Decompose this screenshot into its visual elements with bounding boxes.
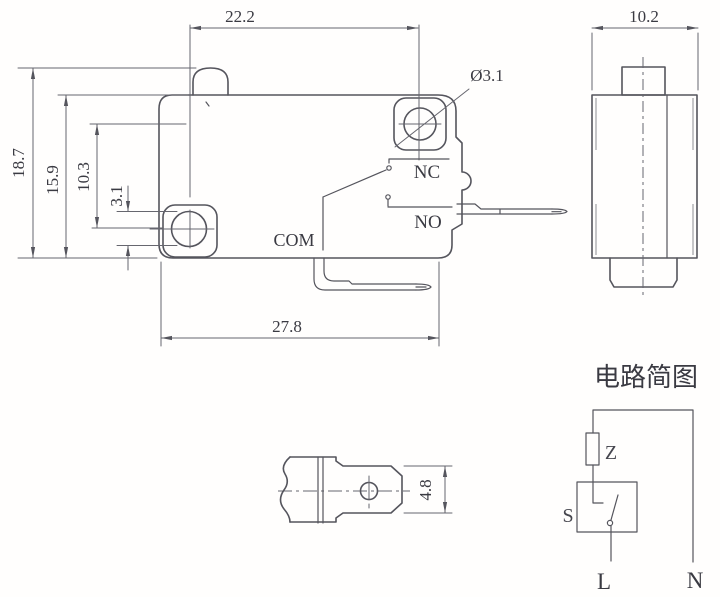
no-contact-point [385,194,391,200]
dimension-4-8: 4.8 [403,465,453,514]
side-body [591,94,698,259]
switch-label: S [562,505,573,527]
dim-label-27-8: 27.8 [272,317,302,336]
com-terminal [313,257,432,291]
dimension-dia-3-1: Ø3.1 [394,66,504,148]
detail-break-line [279,456,291,523]
switch-pivot [606,519,614,527]
hole-crosshair-bottom-left [149,24,215,249]
dimension-22-2: 22.2 [189,7,419,31]
contact-mechanism [322,158,453,251]
impedance-symbol [585,432,600,466]
main-view: NC NO COM 22.2 18.7 15.9 [9,7,568,347]
mold-mark [205,101,210,107]
dim-label-10-3: 10.3 [74,162,93,192]
dim-label-dia-3-1: Ø3.1 [470,66,504,85]
dimension-3-1: 3.1 [107,185,178,271]
dim-label-3-1: 3.1 [107,185,126,206]
impedance-label: Z [605,442,617,464]
detail-body-edges [317,456,324,524]
common-lever [322,169,387,251]
switch-box [576,481,638,533]
no-terminal [456,203,568,215]
detail-terminal-outline [289,456,403,523]
side-edge-chamfers [595,98,694,255]
dim-label-10-2: 10.2 [629,7,659,26]
dim-label-18-7: 18.7 [9,148,28,178]
dim-label-22-2: 22.2 [225,7,255,26]
side-view: 10.2 [591,7,699,296]
terminal-detail-view: 4.8 [278,456,453,524]
dim-label-15-9: 15.9 [43,165,62,195]
nc-contact-point [386,165,392,171]
dimension-15-9: 15.9 [43,94,189,259]
switch-body-outline [158,94,472,259]
dimension-10-3: 10.3 [74,123,187,229]
hole-crosshair-top-right [398,24,442,161]
plunger-outline [192,67,229,96]
neutral-label: N [687,568,704,593]
dim-label-4-8: 4.8 [416,479,435,500]
dimension-18-7: 18.7 [9,67,197,259]
com-label: COM [273,230,314,250]
nc-label: NC [414,162,440,183]
no-label: NO [414,212,441,233]
dimension-10-2: 10.2 [591,7,699,91]
circuit-title: 电路简图 [594,363,698,392]
mounting-boss-top-right [393,97,447,151]
switch-blade [610,494,619,521]
dimension-27-8: 27.8 [160,261,440,347]
live-label: L [597,569,611,594]
no-contact-strip [387,199,453,208]
circuit-diagram: 电路简图 Z S L N [562,363,703,594]
nc-contact-strip [388,158,450,164]
mounting-boss-bottom-left [162,204,218,258]
circuit-wires [592,409,694,563]
